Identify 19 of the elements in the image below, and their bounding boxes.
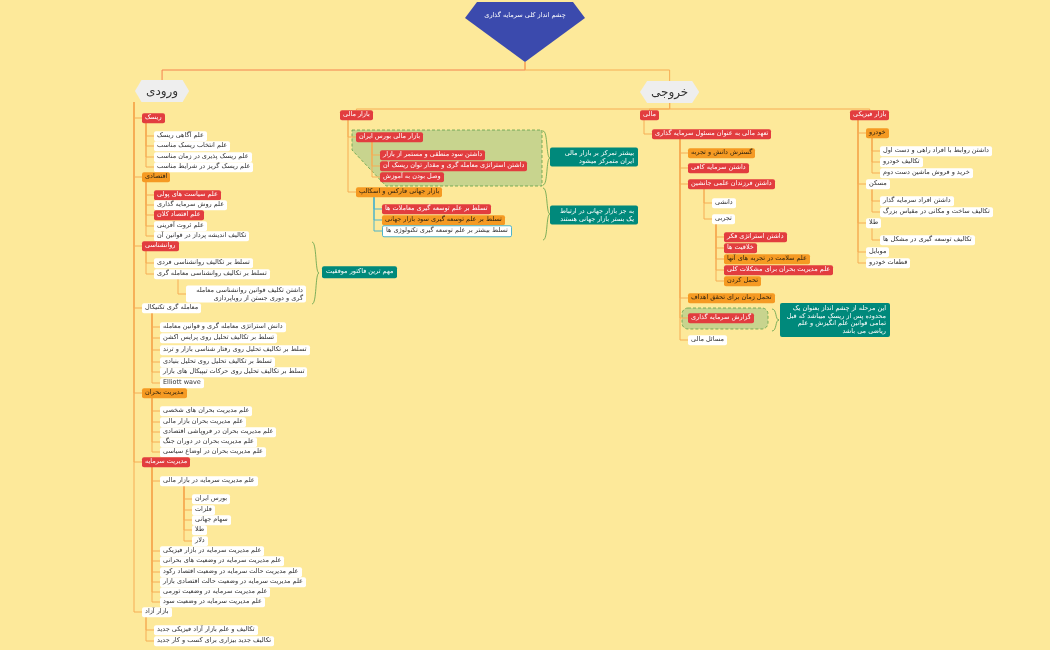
connector-line: [145, 181, 155, 237]
connector-line: [524, 61, 671, 82]
connector-line: [703, 188, 713, 220]
connector-line: [871, 188, 881, 213]
connector-line: [643, 119, 653, 135]
connector-line: [183, 485, 193, 542]
connector-line: [669, 102, 871, 111]
connector-line: [371, 141, 381, 178]
connector-line: [871, 227, 881, 241]
connector-line: [145, 250, 155, 275]
connector-line: [373, 196, 383, 232]
connector-line: [145, 616, 155, 642]
connector-line: [347, 119, 357, 193]
connector-line: [871, 137, 881, 174]
connector-line: [151, 397, 161, 453]
connector-line: [715, 223, 725, 282]
connector-line: [145, 122, 155, 168]
connector-line: [151, 312, 161, 384]
connector-line: [177, 278, 187, 295]
